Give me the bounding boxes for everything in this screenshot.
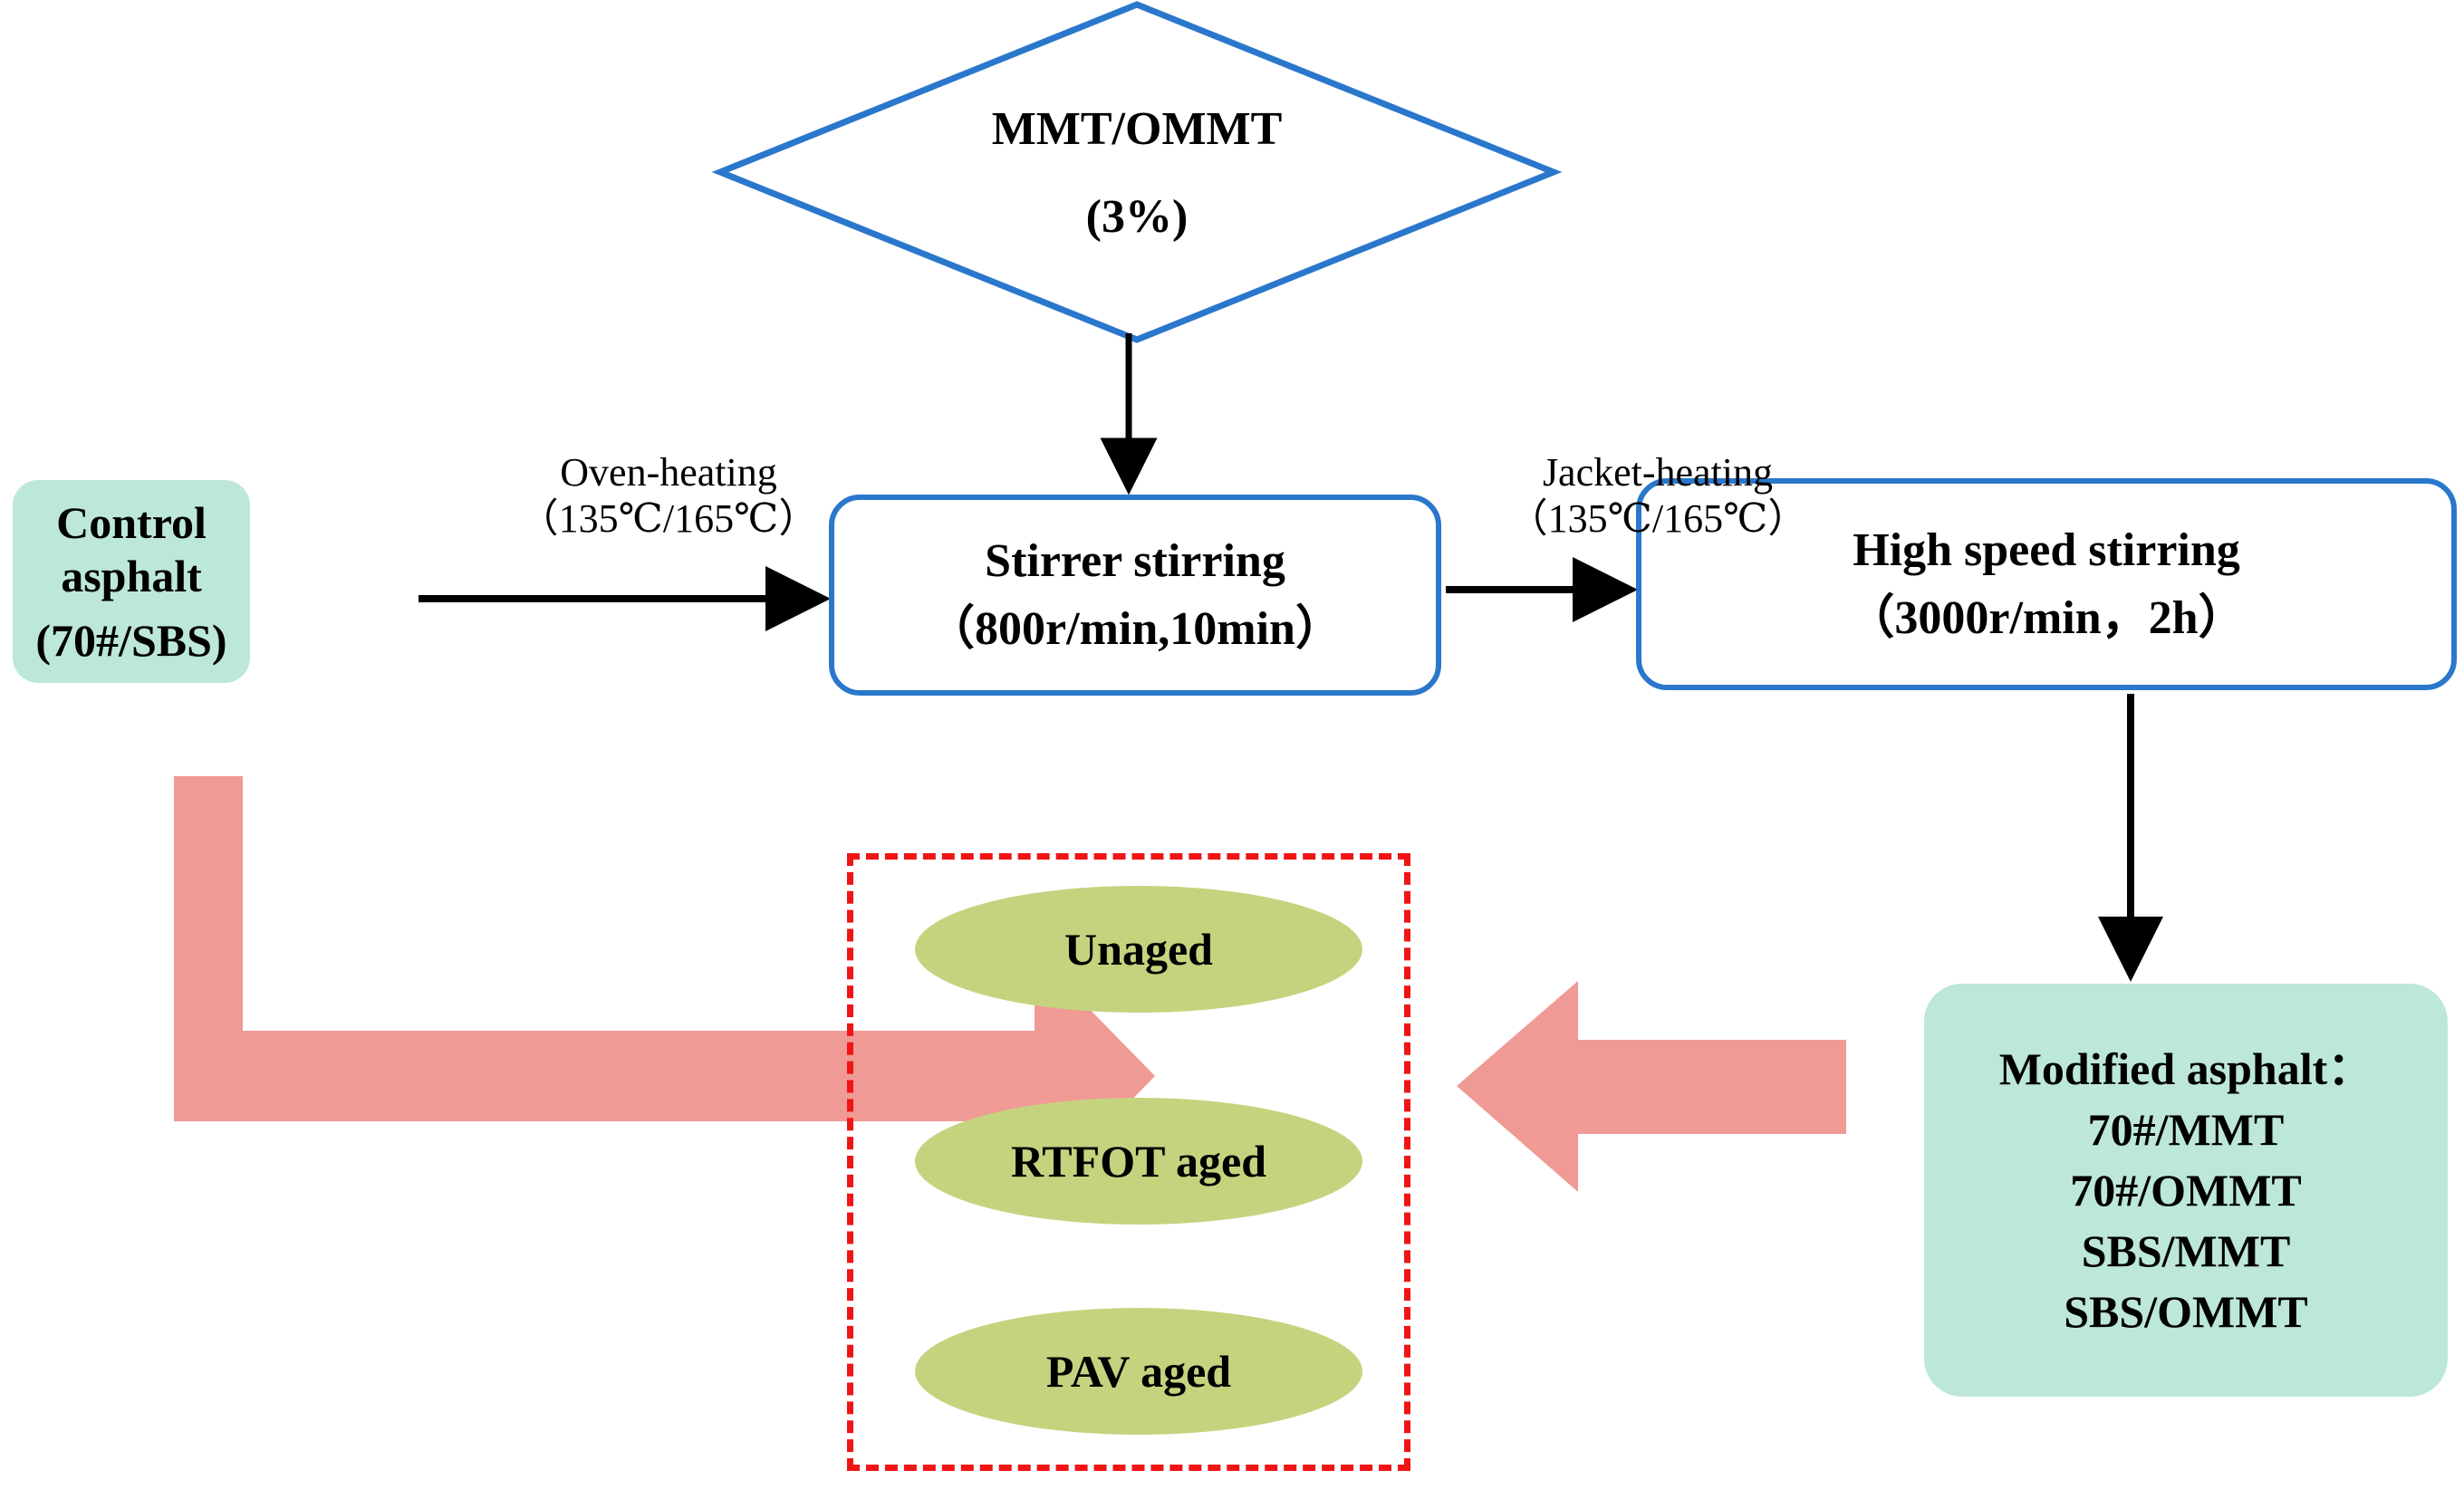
control-asphalt-node[interactable]: Control asphalt (70#/SBS) [13,480,250,683]
modified-asphalt-item: SBS/OMMT [2064,1285,2308,1337]
oven-heating-edge-label: Oven-heating （135℃/165℃） [478,449,859,542]
stirrer-params: （800r/min,10min） [928,603,1343,655]
control-asphalt-title: Control asphalt [56,496,207,601]
aging-state-rtfot-aged[interactable]: RTFOT aged [915,1098,1362,1225]
additive-label-primary: MMT/OMMT [991,102,1283,155]
jacket-heating-edge-label: Jacket-heating （135℃/165℃） [1468,449,1848,542]
modified-asphalt-item: 70#/MMT [2087,1103,2285,1155]
modified-asphalt-item: SBS/MMT [2081,1225,2291,1276]
aging-state-label: RTFOT aged [1010,1136,1267,1187]
additive-label-dosage: (3%) [1085,191,1189,243]
high-speed-title: High speed stirring [1853,524,2240,576]
jacket-heating-label-line1: Jacket-heating [1542,450,1774,495]
aging-state-label: Unaged [1064,924,1213,975]
stirrer-title: Stirrer stirring [985,534,1285,587]
modified-asphalt-item: 70#/OMMT [2070,1164,2302,1216]
aging-states-group [847,853,1410,1471]
pink-left-arrow [1457,981,1846,1192]
aging-state-pav-aged[interactable]: PAV aged [915,1308,1362,1435]
oven-heating-label-line1: Oven-heating [560,450,777,495]
oven-heating-label-line2: （135℃/165℃） [518,496,819,542]
additive-node[interactable]: MMT/OMMT (3%) [720,2,1554,344]
aging-state-unaged[interactable]: Unaged [915,886,1362,1013]
pink-elbow-arrow [174,776,1155,1199]
additive-diamond-shape [711,1,1563,343]
high-speed-stirring-node[interactable]: High speed stirring （3000r/min，2h） [1636,478,2457,690]
jacket-heating-label-line2: （135℃/165℃） [1507,496,1808,542]
modified-asphalt-heading: Modified asphalt： [1998,1043,2373,1094]
control-asphalt-grade: (70#/SBS) [35,614,227,666]
stirrer-stirring-node[interactable]: Stirrer stirring （800r/min,10min） [829,495,1441,696]
modified-asphalt-node[interactable]: Modified asphalt： 70#/MMT 70#/OMMT SBS/M… [1924,984,2448,1397]
high-speed-params: （3000r/min，2h） [1847,592,2246,644]
aging-state-label: PAV aged [1045,1346,1232,1397]
